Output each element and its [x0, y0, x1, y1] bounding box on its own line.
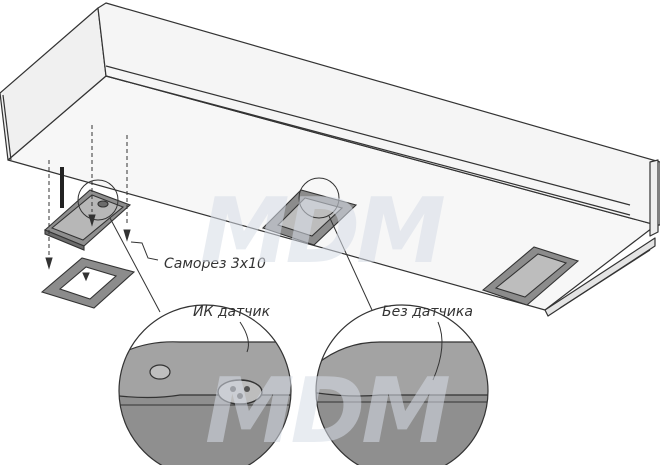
ir-lens — [217, 379, 263, 405]
detail-marker-circle-2 — [298, 177, 340, 219]
blank-pad-mid — [261, 189, 358, 246]
screw-3 — [123, 229, 131, 242]
screws — [45, 125, 131, 282]
screw-2 — [88, 214, 96, 227]
label-screw: Саморез 3x10 — [164, 256, 266, 272]
watermark-lower: MDM — [205, 359, 449, 464]
cabinet-end-panel — [649, 159, 659, 237]
ir-sensor-pad-mounted — [43, 189, 132, 251]
detail-no-sensor — [316, 305, 488, 465]
watermark-upper: MDM — [200, 179, 444, 284]
leader-line-no-sensor — [328, 215, 373, 311]
detail-marker-circle — [77, 179, 119, 221]
blank-pad-right — [481, 246, 580, 306]
cabinet-shelf — [0, 2, 660, 317]
label-no-sensor: Без датчика — [382, 304, 473, 320]
sensor-frame-loose — [40, 257, 136, 309]
leader-line-ir — [109, 217, 161, 313]
detail-ir-sensor — [119, 305, 291, 465]
mount-hole — [149, 364, 171, 380]
screw-1 — [45, 257, 53, 270]
label-ir-sensor: ИК датчик — [193, 304, 271, 320]
ir-sensor-dot — [97, 200, 109, 208]
leader-line-screw — [130, 241, 159, 261]
